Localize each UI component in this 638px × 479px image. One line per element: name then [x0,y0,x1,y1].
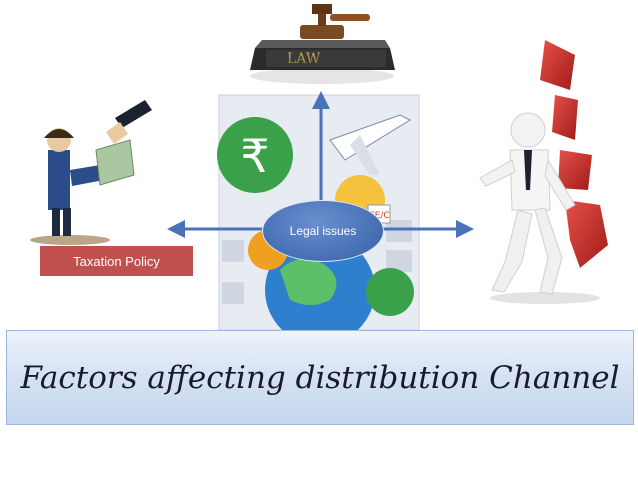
diagram-title: Factors affecting distribution Channel [20,359,620,396]
title-banner: Factors affecting distribution Channel [6,330,634,425]
svg-text:₹: ₹ [240,129,269,183]
tax-money-handoff-icon [30,100,152,245]
risk-man-icon [479,40,608,304]
svg-text:CE/C: CE/C [368,211,389,221]
taxation-policy-label: Taxation Policy [40,246,193,276]
legal-issues-text: Legal issues [289,224,357,238]
law-book-text: LAW [287,51,321,67]
gavel-law-icon [250,4,395,84]
taxation-policy-text: Taxation Policy [73,253,160,269]
legal-issues-node: Legal issues [262,200,384,262]
connector-arrows [167,91,474,238]
